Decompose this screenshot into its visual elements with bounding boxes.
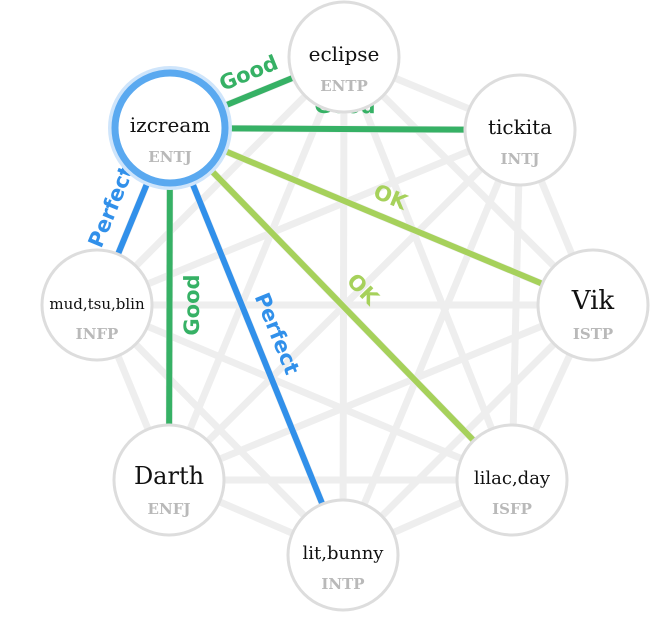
match-edges bbox=[115, 75, 543, 505]
node-circle[interactable] bbox=[111, 69, 229, 187]
selected-halo bbox=[108, 66, 232, 190]
node-circle[interactable] bbox=[287, 0, 401, 114]
match-edge-litbunny bbox=[188, 179, 325, 505]
node-type: INFP bbox=[76, 325, 119, 343]
match-edge-eclipse bbox=[221, 75, 294, 110]
match-label-mud: Perfect bbox=[84, 162, 139, 251]
node-circle[interactable] bbox=[536, 248, 650, 362]
node-circle[interactable] bbox=[463, 73, 577, 187]
background-edge bbox=[339, 128, 524, 557]
background-edge bbox=[94, 302, 346, 558]
match-edge-tickita bbox=[226, 125, 465, 133]
node-circle[interactable] bbox=[112, 423, 226, 537]
node-name: Darth bbox=[134, 462, 204, 490]
background-edge bbox=[95, 301, 514, 484]
node-name: izcream bbox=[130, 113, 210, 137]
node-circle[interactable] bbox=[286, 498, 400, 612]
match-label-darth: Good bbox=[180, 274, 204, 335]
node-type: INTJ bbox=[501, 150, 540, 168]
node-type: ENFJ bbox=[148, 500, 191, 518]
node-name: Vik bbox=[571, 286, 615, 316]
node-circle[interactable] bbox=[455, 423, 569, 537]
node-type: ENTJ bbox=[148, 148, 191, 166]
node-type: ISTP bbox=[573, 325, 613, 343]
node-type: INTP bbox=[321, 575, 364, 593]
node-name: tickita bbox=[488, 115, 552, 139]
background-edge bbox=[340, 302, 596, 558]
match-edge-darth bbox=[166, 184, 173, 425]
node-name: lilac,day bbox=[474, 468, 551, 489]
node-name: lit,bunny bbox=[303, 543, 385, 564]
match-edge-mud bbox=[115, 179, 152, 255]
node-circle[interactable] bbox=[40, 248, 154, 362]
node-name: eclipse bbox=[309, 42, 380, 66]
match-edge-vik bbox=[221, 147, 543, 287]
node-type: ENTP bbox=[320, 77, 368, 95]
match-edge-lilac bbox=[207, 166, 476, 442]
node-type: ISFP bbox=[492, 500, 532, 518]
node-name: mud,tsu,blin bbox=[49, 295, 145, 313]
